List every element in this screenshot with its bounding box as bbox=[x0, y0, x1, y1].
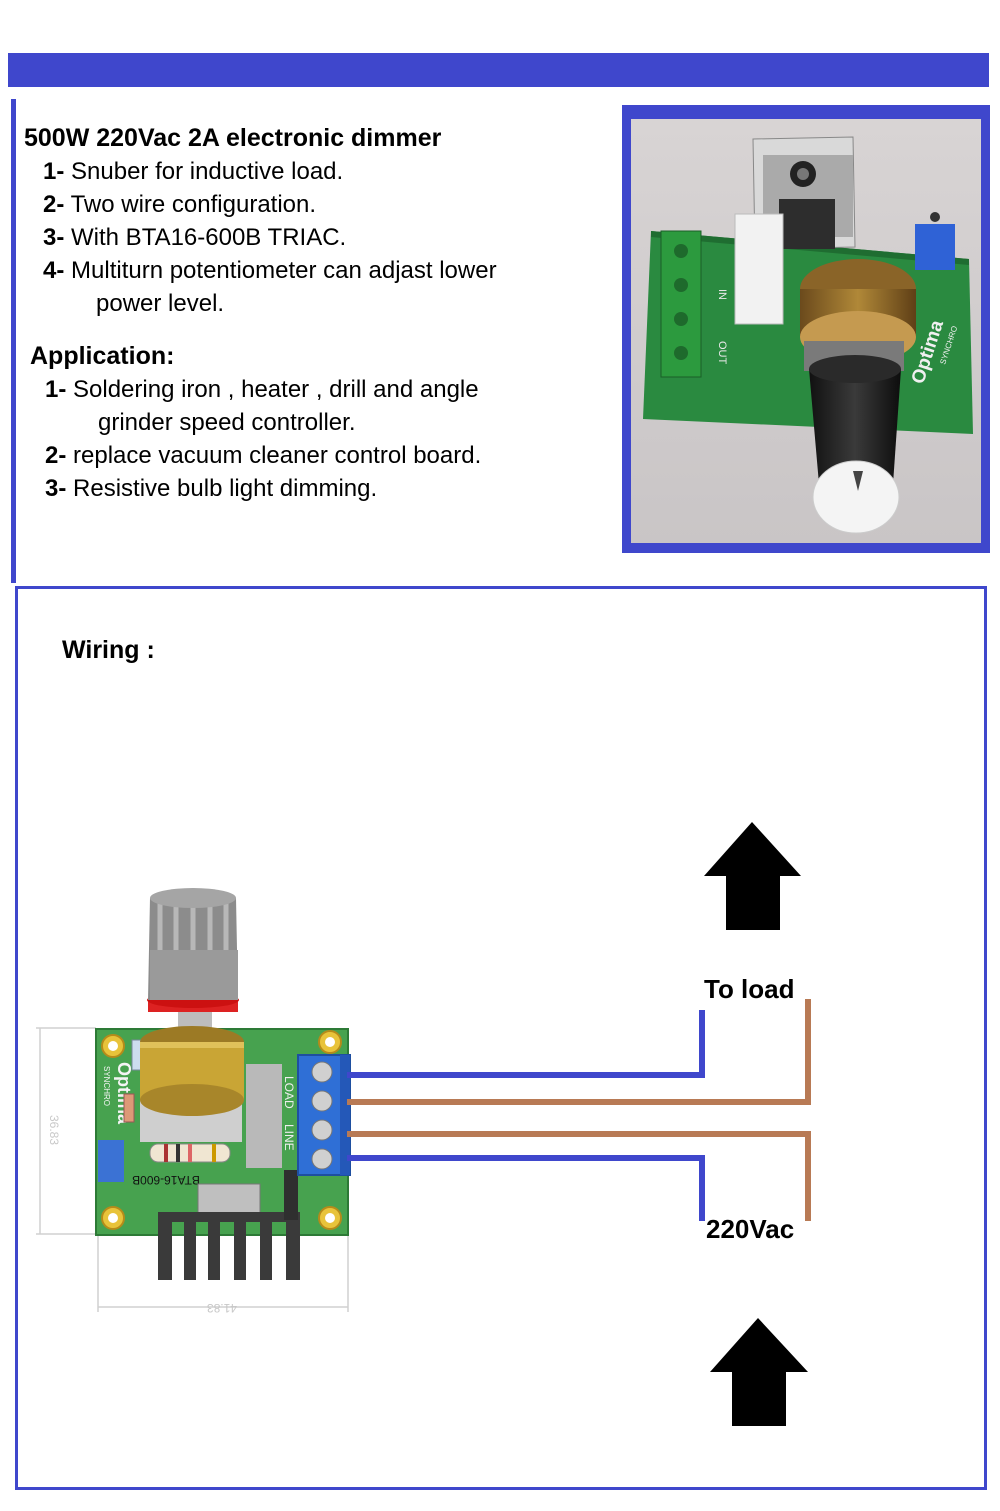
application-item: 1- Soldering iron , heater , drill and a… bbox=[45, 376, 479, 436]
pcb-label-line: LINE bbox=[282, 1124, 296, 1151]
diagram-potentiometer bbox=[140, 1012, 244, 1116]
application-title: Application: bbox=[30, 342, 175, 370]
heatsink bbox=[158, 1170, 300, 1280]
arrow-up-supply-icon bbox=[710, 1318, 808, 1426]
wiring-title: Wiring : bbox=[62, 636, 155, 664]
dimension-horizontal: 41.83 bbox=[207, 1301, 237, 1315]
wires bbox=[347, 999, 811, 1221]
feature-item: 4- Multiturn potentiometer can adjast lo… bbox=[43, 257, 497, 317]
feature-item: 2- Two wire configuration. bbox=[43, 191, 317, 218]
knob bbox=[809, 369, 901, 484]
arrow-up-load-icon bbox=[704, 822, 801, 930]
silk-in: IN bbox=[716, 289, 728, 300]
product-photo-frame: IN OUT Optima SYNCHRO bbox=[622, 105, 990, 553]
feature-item: 3- With BTA16-600B TRIAC. bbox=[43, 224, 347, 251]
wiring-section bbox=[15, 586, 987, 1490]
diagram-board-logo-sub: SYNCHRO bbox=[102, 1066, 111, 1106]
pcb-label-load: LOAD bbox=[282, 1076, 296, 1109]
dimension-vertical: 36.83 bbox=[47, 1115, 61, 1145]
chip-label: BTA16-600B bbox=[132, 1173, 200, 1187]
supply-wire-blue bbox=[347, 1155, 705, 1221]
to-load-label: To load bbox=[704, 974, 795, 1004]
small-resistor bbox=[123, 1093, 135, 1123]
silk-out: OUT bbox=[716, 341, 728, 365]
knob-cap bbox=[812, 460, 900, 534]
supply-voltage-label: 220Vac bbox=[706, 1214, 795, 1244]
supply-wire-brown bbox=[347, 1131, 811, 1221]
load-wire-blue bbox=[347, 1010, 705, 1078]
load-wire-brown bbox=[347, 999, 811, 1105]
diagram-terminal-block bbox=[297, 1054, 351, 1176]
dimension-lines bbox=[36, 1027, 349, 1312]
specifications-section: 500W 220Vac 2A electronic dimmer 1- Snub… bbox=[24, 122, 614, 505]
application-item: 2- replace vacuum cleaner control board. bbox=[45, 442, 482, 469]
trimmer bbox=[98, 1140, 124, 1182]
trimmer-pot bbox=[915, 224, 955, 270]
diagram-knob bbox=[147, 888, 239, 1012]
left-accent-rule bbox=[11, 99, 16, 583]
product-title: 500W 220Vac 2A electronic dimmer bbox=[24, 124, 442, 152]
application-item: 3- Resistive bulb light dimming. bbox=[45, 475, 378, 502]
header-bar bbox=[8, 53, 989, 87]
product-photo: IN OUT Optima SYNCHRO bbox=[631, 119, 981, 543]
capacitor-outline bbox=[246, 1064, 282, 1168]
feature-item: 1- Snuber for inductive load. bbox=[43, 158, 344, 185]
capacitor bbox=[734, 213, 784, 325]
